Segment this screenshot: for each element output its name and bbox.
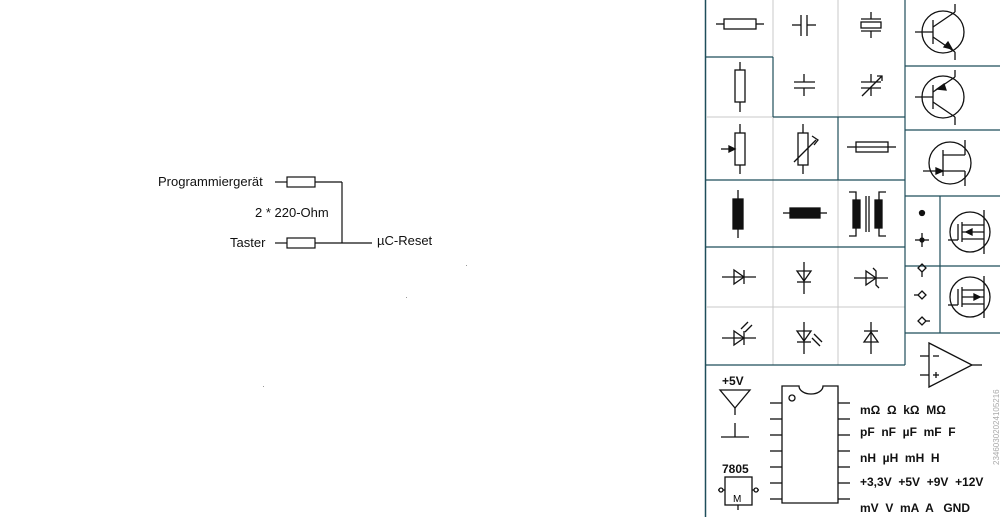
led-vertical-symbol: [795, 322, 823, 354]
unit-row-capacitance: pF nF µF mF F: [860, 425, 956, 439]
npn-transistor-symbol: [915, 4, 965, 60]
junction-markers: [914, 209, 930, 326]
stray-dots: [263, 265, 467, 387]
dip-ic-symbol: [770, 385, 850, 504]
symbol-palette: M 23460302024105216: [704, 0, 1000, 517]
capacitor-symbol: [792, 15, 816, 36]
capacitor-horizontal-symbol: [794, 74, 815, 96]
regulator-pin-label: M: [733, 494, 741, 505]
regulator-symbol: [718, 476, 759, 510]
zener-diode-symbol: [854, 267, 888, 289]
opamp-symbol: [920, 341, 982, 389]
resistor-vertical-symbol: [734, 62, 746, 112]
reset-label: µC-Reset: [377, 233, 433, 248]
resistors-label: 2 * 220-Ohm: [255, 205, 329, 220]
diode-vertical-symbol: [795, 262, 813, 294]
jfet-symbol: [923, 140, 972, 186]
inductor-vertical-symbol: [732, 190, 744, 238]
fuse-symbol: [847, 141, 896, 153]
diode-symbol: [722, 268, 756, 286]
ground-symbol: [721, 423, 749, 438]
supply-symbol: [718, 389, 752, 415]
unit-row-measures: mV V mA A GND: [860, 501, 971, 515]
transformer-symbol: [849, 191, 886, 237]
inductor-horizontal-symbol: [783, 207, 827, 219]
diode-reverse-symbol: [862, 322, 880, 354]
variable-capacitor-symbol: [861, 74, 883, 97]
watermark-text: 23460302024105216: [992, 389, 1000, 465]
crystal-symbol: [860, 12, 882, 38]
resistor-horizontal-symbol: [716, 18, 764, 30]
trimmer-symbol: [793, 124, 819, 174]
supply-label: +5V: [722, 374, 744, 388]
unit-row-inductance: nH µH mH H: [860, 451, 940, 465]
potentiometer-symbol: [721, 124, 746, 174]
reset-circuit: [275, 176, 372, 249]
programmer-label: Programmiergerät: [158, 174, 263, 189]
pnp-transistor-symbol: [915, 70, 965, 125]
unit-row-voltages: +3,3V +5V +9V +12V: [860, 475, 984, 489]
button-label: Taster: [230, 235, 266, 250]
mosfet-p-symbol: [948, 276, 991, 318]
unit-row-resistance: mΩ Ω kΩ MΩ: [860, 403, 946, 417]
led-symbol: [722, 321, 756, 347]
resistor-bottom: [286, 237, 316, 249]
resistor-top: [286, 176, 316, 188]
mosfet-n-symbol: [948, 210, 991, 254]
regulator-label: 7805: [722, 462, 749, 476]
